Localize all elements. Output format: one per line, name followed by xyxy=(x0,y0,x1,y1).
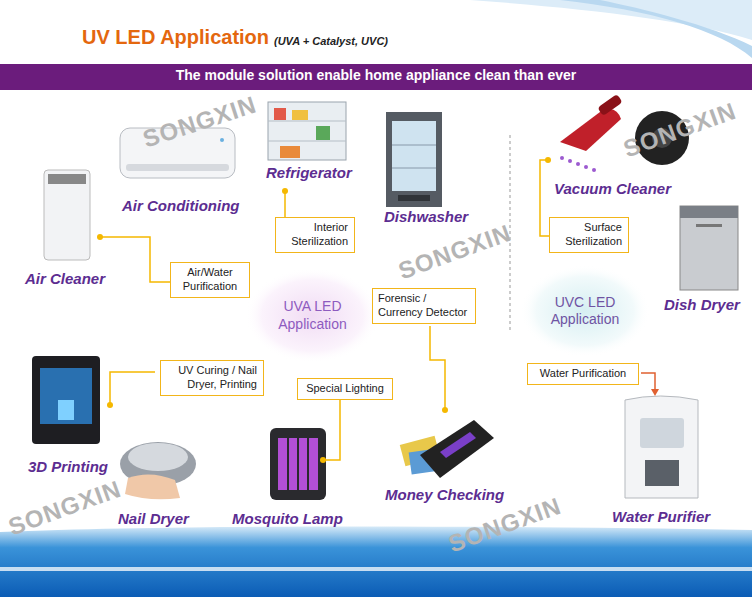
sky-swoosh xyxy=(560,0,752,58)
appliance-label: Money Checking xyxy=(385,486,504,503)
air-cleaner xyxy=(44,170,90,260)
appliance-label: Refrigerator xyxy=(266,164,352,181)
callout-box: Forensic / Currency Detector xyxy=(372,288,476,324)
node-text: The module solution enable home applianc… xyxy=(176,67,577,83)
dish-dryer xyxy=(680,206,738,290)
callout-box: Special Lighting xyxy=(297,378,393,400)
node-text: Forensic / Currency Detector xyxy=(378,292,470,320)
sea-band xyxy=(0,527,752,597)
appliance-label: Dishwasher xyxy=(384,208,468,225)
application-ellipse: UVA LED Application xyxy=(245,268,380,363)
refrigerator xyxy=(268,102,346,160)
appliance-label: 3D Printing xyxy=(28,458,108,475)
water-purifier xyxy=(625,396,698,498)
callout-box: UV Curing / Nail Dryer, Printing xyxy=(160,360,264,396)
subtitle: (UVA + Catalyst, UVC) xyxy=(274,35,388,47)
appliance-label: Vacuum Cleaner xyxy=(554,180,671,197)
node-text: Special Lighting xyxy=(304,382,386,396)
appliance-label: Dish Dryer xyxy=(664,296,740,313)
mosquito-lamp xyxy=(270,428,326,500)
node-text: Water Purification xyxy=(534,367,632,381)
appliance-label: Nail Dryer xyxy=(118,510,189,527)
appliance-label: Mosquito Lamp xyxy=(232,510,343,527)
callout-box: Water Purification xyxy=(527,363,639,385)
title-underline xyxy=(80,52,440,54)
node-text: Surface Sterilization xyxy=(556,221,622,249)
node-text: UVC LED Application xyxy=(539,294,631,329)
node-text: Air/Water Purification xyxy=(177,266,243,294)
leader-lines xyxy=(100,160,655,460)
diagram-title: UV LED Application xyxy=(82,26,269,49)
sea-stripe xyxy=(0,567,752,571)
appliance-label: Water Purifier xyxy=(612,508,710,525)
dishwasher xyxy=(386,112,442,207)
appliance-label: Air Cleaner xyxy=(25,270,105,287)
watermark: SONGXIN xyxy=(395,219,515,286)
application-ellipse: UVC LED Application xyxy=(520,265,650,357)
callout-box: Surface Sterilization xyxy=(549,217,629,253)
appliance-label: Air Conditioning xyxy=(122,197,239,214)
node-text: UVA LED Application xyxy=(267,298,359,333)
banner-band: The module solution enable home applianc… xyxy=(0,64,752,90)
node-text: Interior Sterilization xyxy=(282,221,348,249)
node-text: UV Curing / Nail Dryer, Printing xyxy=(167,364,257,392)
money-checker xyxy=(400,420,494,478)
leader-dots xyxy=(97,157,659,463)
callout-box: Air/Water Purification xyxy=(170,262,250,298)
3d-printer xyxy=(32,356,100,444)
nail-dryer xyxy=(120,442,196,499)
callout-box: Interior Sterilization xyxy=(275,217,355,253)
